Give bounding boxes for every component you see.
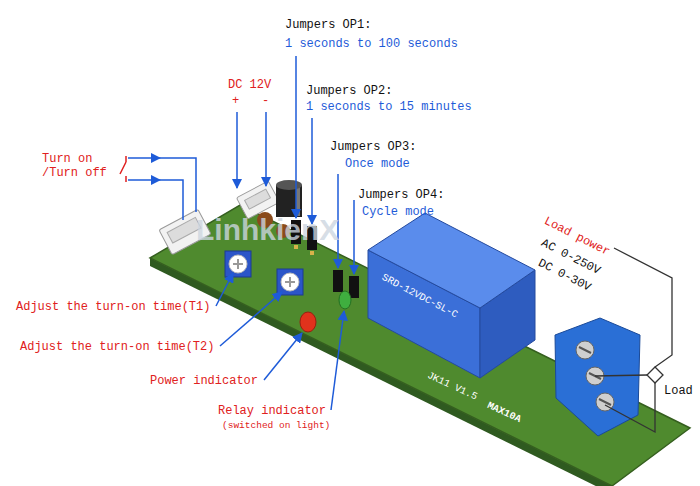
jumper-cap xyxy=(333,270,343,292)
jumper-function: 1 seconds to 100 seconds xyxy=(285,37,458,51)
leader-line xyxy=(236,112,238,188)
jumper-pin xyxy=(310,251,314,255)
trigger-wire xyxy=(128,179,160,181)
trigger-wire xyxy=(128,157,160,159)
switch-symbol xyxy=(120,156,126,182)
pin-sign: - xyxy=(262,94,269,108)
trimmer-pot xyxy=(277,269,303,295)
pin-sign: + xyxy=(232,94,239,108)
indicator-label: Relay indicator xyxy=(218,404,326,418)
power-led xyxy=(300,312,316,332)
leader-line xyxy=(220,292,282,346)
adjust-label: Adjust the turn-on time(T1) xyxy=(16,300,210,314)
load-wire xyxy=(595,375,647,376)
jumper-name: Jumpers OP3: xyxy=(330,140,416,154)
trigger-wire xyxy=(160,158,196,212)
leader-line xyxy=(265,112,267,186)
pot-slot xyxy=(233,259,243,269)
adjust-label: Adjust the turn-on time(T2) xyxy=(20,340,214,354)
pot-slot xyxy=(285,277,295,287)
load-wire xyxy=(614,248,672,367)
load-label: Load xyxy=(664,384,693,398)
watermark: LinhkienX xyxy=(196,213,339,247)
board-marking: MAX10A xyxy=(485,400,523,426)
supply-label: DC 12V xyxy=(228,78,271,92)
indicator-note: (switched on light) xyxy=(222,420,330,432)
connector-socket xyxy=(245,189,271,209)
jumper-function: Once mode xyxy=(345,157,410,171)
capacitor-top xyxy=(276,180,302,190)
jumper-function: 1 seconds to 15 minutes xyxy=(306,100,472,114)
jumper-name: Jumpers OP2: xyxy=(306,84,392,98)
leader-line xyxy=(311,118,313,224)
trigger-wire xyxy=(160,180,183,220)
pcb-board xyxy=(150,205,690,486)
relay-led xyxy=(339,291,351,309)
trimmer-pot xyxy=(225,251,251,277)
connector-socket xyxy=(167,217,201,243)
pot-knob xyxy=(281,273,299,291)
jumper-function: Cycle mode xyxy=(362,205,434,219)
relay-model: SRD-12VDC-SL-C xyxy=(379,272,459,321)
terminal-block xyxy=(555,318,640,436)
input-label: Turn on /Turn off xyxy=(42,152,112,180)
leader-line xyxy=(264,333,302,380)
board-marking: JK11 V1.5 xyxy=(425,370,479,403)
pot-knob xyxy=(229,255,247,273)
jumper-name: Jumpers OP4: xyxy=(358,188,444,202)
leader-line xyxy=(216,273,233,306)
jumper-name: Jumpers OP1: xyxy=(285,18,371,32)
leader-line xyxy=(331,311,344,410)
load-symbol xyxy=(647,367,663,383)
load-wire xyxy=(605,383,655,432)
leader-line xyxy=(295,56,297,218)
leader-line xyxy=(353,200,355,274)
jumper-cap xyxy=(349,276,359,298)
relay-top xyxy=(368,213,535,308)
indicator-label: Power indicator xyxy=(150,374,258,388)
